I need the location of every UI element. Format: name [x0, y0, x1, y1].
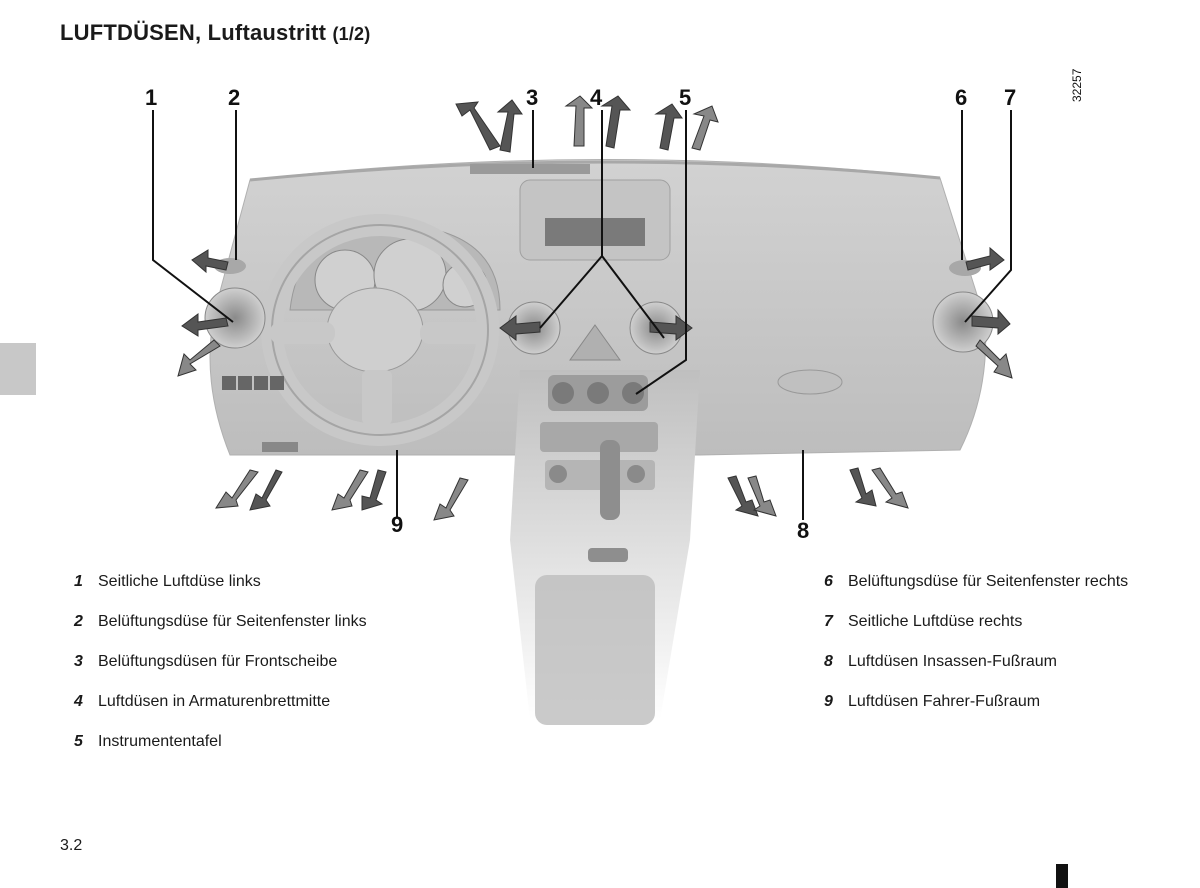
climate-knob-left — [552, 382, 574, 404]
gear-lever — [600, 440, 620, 520]
arrow-windscreen-3 — [564, 95, 594, 147]
leader-line-7 — [964, 110, 1012, 323]
legend-item: 1 Seitliche Luftdüse links — [60, 572, 440, 592]
airflow-arrows — [177, 95, 1013, 521]
legend-number: 7 — [824, 613, 833, 630]
legend-item: 9 Luftdüsen Fahrer-Fußraum — [810, 692, 1140, 712]
arrow-center-left — [499, 315, 541, 341]
display-screen — [545, 218, 645, 246]
arrow-right-window — [965, 246, 1005, 271]
page-number: 3.2 — [60, 837, 83, 854]
legend-item: 6 Belüftungsdüse für Seitenfenster rechts — [810, 572, 1140, 592]
callout-labels: 1 2 3 4 5 6 7 8 9 — [145, 85, 1016, 543]
legend-number: 5 — [74, 733, 83, 750]
legend-text: Luftdüsen Insassen-Fußraum — [848, 653, 1057, 670]
arrow-passenger-foot-2 — [747, 475, 777, 517]
legend-item: 7 Seitliche Luftdüse rechts — [810, 612, 1140, 632]
legend-text: Belüftungsdüse für Seitenfenster links — [98, 613, 367, 630]
legend-number: 3 — [74, 653, 83, 670]
arrow-windscreen-1 — [455, 101, 501, 151]
lower-knob-right — [627, 465, 645, 483]
arrow-driver-foot-3 — [331, 469, 369, 511]
callout-7: 7 — [1004, 85, 1016, 110]
legend-item: 5 Instrumententafel — [60, 732, 440, 752]
section-tab-marker — [0, 343, 36, 395]
arrow-driver-foot-4 — [361, 469, 387, 511]
legend-text: Belüftungsdüse für Seitenfenster rechts — [848, 573, 1129, 590]
arrow-passenger-foot-3 — [849, 467, 877, 507]
arrow-left-side-1 — [181, 313, 229, 337]
legend-text: Instrumententafel — [98, 733, 222, 750]
left-side-vent — [204, 287, 266, 349]
arrow-left-side-2 — [177, 339, 221, 377]
arrow-driver-foot-2 — [249, 469, 283, 511]
leader-line-4 — [539, 110, 665, 339]
windscreen-vent-slot — [470, 164, 590, 174]
callout-2: 2 — [228, 85, 240, 110]
callout-6: 6 — [955, 85, 967, 110]
legend-text: Seitliche Luftdüse rechts — [848, 613, 1023, 630]
arrow-driver-foot-5 — [433, 477, 469, 521]
handbrake-button — [588, 548, 628, 562]
callout-1: 1 — [145, 85, 157, 110]
legend-text: Luftdüsen in Armaturenbrettmitte — [98, 693, 331, 710]
lower-knob-left — [549, 465, 567, 483]
legend-number: 6 — [824, 573, 833, 590]
center-console — [510, 179, 700, 725]
steering-wheel — [261, 214, 499, 446]
legend-text: Luftdüsen Fahrer-Fußraum — [848, 693, 1041, 710]
climate-knob-center — [587, 382, 609, 404]
arrow-center-right — [649, 315, 693, 341]
leader-lines — [152, 110, 1012, 520]
arrow-windscreen-4 — [600, 95, 632, 149]
arrow-windscreen-5 — [654, 103, 683, 151]
legend-number: 1 — [74, 573, 83, 590]
legend-number: 8 — [824, 653, 833, 670]
legend-number: 4 — [74, 693, 83, 710]
climate-knob-right — [622, 382, 644, 404]
leader-line-1 — [152, 110, 234, 323]
callout-8: 8 — [797, 518, 809, 543]
callout-9: 9 — [391, 512, 403, 537]
page-title: LUFTDÜSEN, Luftaustritt (1/2) — [60, 20, 370, 46]
arrow-windscreen-6 — [691, 105, 719, 151]
legend-number: 2 — [74, 613, 83, 630]
legend-text: Seitliche Luftdüse links — [98, 573, 261, 590]
arrow-windscreen-2 — [496, 99, 523, 153]
image-reference-number: 32257 — [1070, 68, 1084, 102]
arrow-right-side-1 — [971, 308, 1011, 336]
arrow-right-side-2 — [975, 339, 1013, 379]
callout-3: 3 — [526, 85, 538, 110]
arrow-passenger-foot-1 — [727, 475, 759, 517]
hazard-button — [569, 324, 621, 361]
arrow-driver-foot-1 — [215, 469, 259, 509]
callout-5: 5 — [679, 85, 691, 110]
glovebox-handle — [777, 369, 843, 395]
page-title-part: (1/2) — [332, 24, 371, 44]
arrow-left-window — [191, 249, 229, 274]
legend-text: Belüftungsdüsen für Frontscheibe — [98, 653, 338, 670]
legend-number: 9 — [824, 693, 833, 710]
legend-item: 3 Belüftungsdüsen für Frontscheibe — [60, 652, 440, 672]
legend-item: 4 Luftdüsen in Armaturenbrettmitte — [60, 692, 440, 712]
left-switch-block — [222, 376, 298, 452]
leader-line-5 — [635, 110, 687, 395]
arrow-passenger-foot-4 — [871, 467, 909, 509]
dashboard-illustration: 1 2 3 4 5 6 7 8 9 32257 — [145, 68, 1084, 725]
legend-right: 6 Belüftungsdüse für Seitenfenster rechts… — [810, 572, 1140, 732]
legend-item: 2 Belüftungsdüse für Seitenfenster links — [60, 612, 440, 632]
radio-panel — [540, 422, 658, 452]
callout-4: 4 — [590, 85, 603, 110]
legend-item: 8 Luftdüsen Insassen-Fußraum — [810, 652, 1140, 672]
page-title-main: LUFTDÜSEN, Luftaustritt — [60, 20, 327, 45]
page-edge-marker — [1056, 864, 1068, 888]
armrest — [535, 575, 655, 725]
